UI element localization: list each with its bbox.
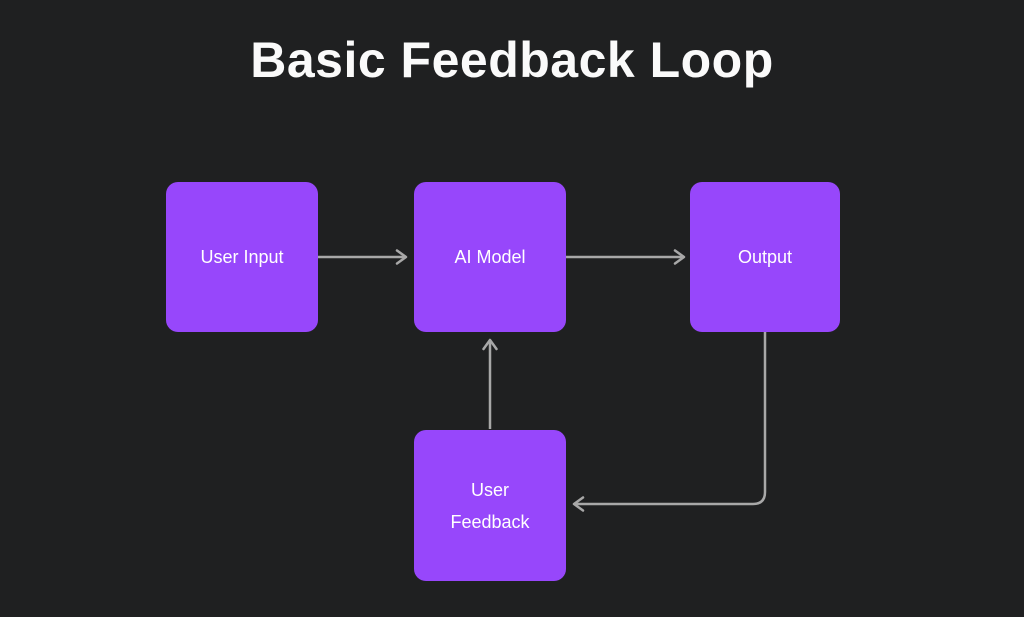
node-output-label: Output [737, 247, 793, 267]
diagram-title: Basic Feedback Loop [250, 32, 774, 88]
node-user-input: User Input [166, 182, 318, 332]
node-output: Output [690, 182, 840, 332]
node-user-feedback: User Feedback [414, 430, 566, 581]
edge-output-to-user-feedback [572, 332, 767, 512]
node-user-feedback-label: User Feedback [450, 479, 530, 532]
node-ai-model: AI Model [414, 182, 566, 332]
node-ai-model-label: AI Model [454, 247, 526, 267]
node-user-input-label: User Input [200, 247, 284, 267]
